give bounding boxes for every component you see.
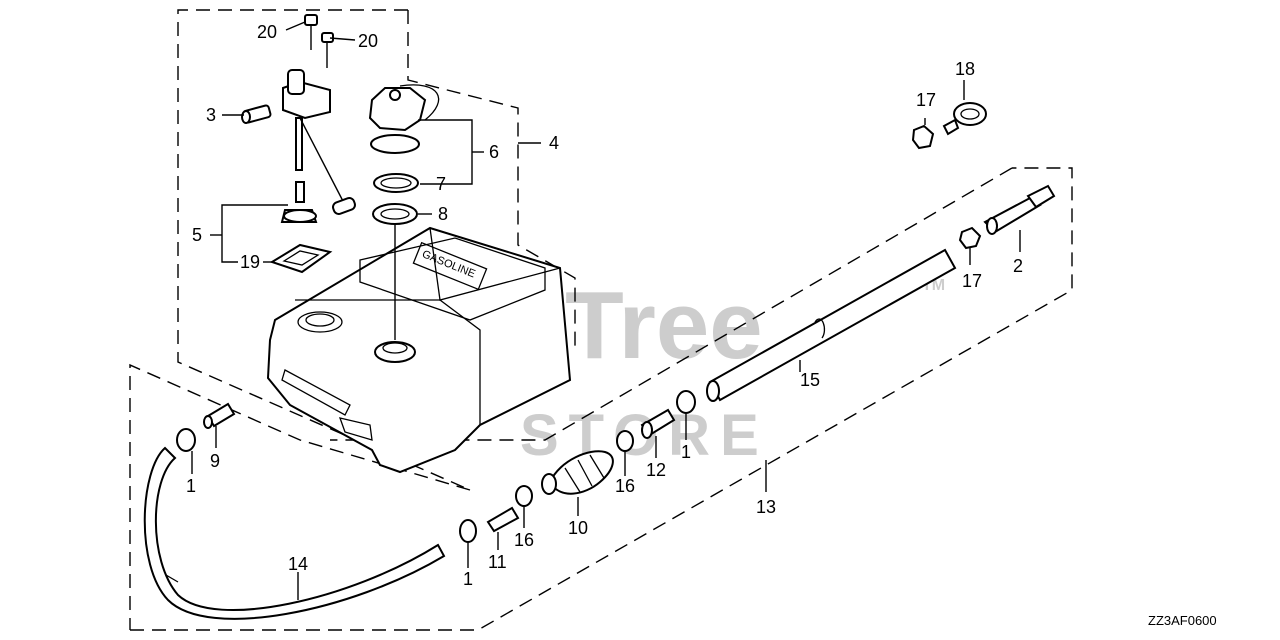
- primer-bulb-10: [541, 450, 614, 495]
- fuel-cap-6: [368, 84, 440, 154]
- bolt-20a: [304, 14, 318, 50]
- callout-20b: 20: [358, 31, 378, 51]
- connector-12: [640, 408, 676, 439]
- callout-20a: 20: [257, 22, 277, 42]
- hose-14: [143, 446, 446, 620]
- callout-17b: 17: [962, 271, 982, 291]
- callout-1b: 1: [463, 569, 473, 589]
- fuel-gauge-assembly: [280, 69, 356, 223]
- callout-7: 7: [436, 174, 446, 194]
- callout-5: 5: [192, 225, 202, 245]
- connector-11: [486, 506, 520, 533]
- callouts: 20 20 3 5 19 6 7 8 4 18 17 17 2 15 1 12 …: [186, 22, 1023, 589]
- callout-18: 18: [955, 59, 975, 79]
- group-boundary-hose: [129, 167, 1073, 631]
- nut-17b: [958, 226, 982, 250]
- clamp-1b: [459, 519, 477, 543]
- callout-6: 6: [489, 142, 499, 162]
- callout-11: 11: [488, 552, 507, 572]
- callout-2: 2: [1013, 256, 1023, 276]
- callout-8: 8: [438, 204, 448, 224]
- callout-19: 19: [240, 252, 260, 272]
- callout-15: 15: [800, 370, 820, 390]
- fitting-3: [241, 104, 272, 124]
- nut-16b: [616, 430, 634, 452]
- callout-16a: 16: [514, 530, 534, 550]
- callout-1c: 1: [681, 442, 691, 462]
- fuel-tank: GASOLINE: [266, 226, 572, 474]
- diagram-code: ZZ3AF0600: [1148, 613, 1217, 628]
- callout-10: 10: [568, 518, 588, 538]
- callout-1a: 1: [186, 476, 196, 496]
- nut-16a: [515, 485, 533, 507]
- callout-3: 3: [206, 105, 216, 125]
- gasket-19: [269, 243, 333, 274]
- leader-lines: [191, 21, 1021, 600]
- clamp-1a: [176, 428, 196, 452]
- group-boundary-tank: [177, 9, 576, 491]
- clamp-1c: [676, 390, 696, 414]
- bolt-20b: [321, 32, 334, 68]
- callout-12: 12: [646, 460, 666, 480]
- hose-15: [706, 248, 957, 402]
- callout-17a: 17: [916, 90, 936, 110]
- callout-4: 4: [549, 133, 559, 153]
- retaining-ring-8: [372, 203, 418, 225]
- callout-13: 13: [756, 497, 776, 517]
- watermark-sub: STORE: [520, 403, 769, 468]
- connector-2: [983, 184, 1056, 235]
- fitting-9: [203, 402, 236, 429]
- callout-16b: 16: [615, 476, 635, 496]
- callout-14: 14: [288, 554, 308, 574]
- seal-ring-7: [373, 173, 419, 193]
- nut-17a: [911, 124, 935, 150]
- callout-9: 9: [210, 451, 220, 471]
- cap-18: [942, 102, 987, 136]
